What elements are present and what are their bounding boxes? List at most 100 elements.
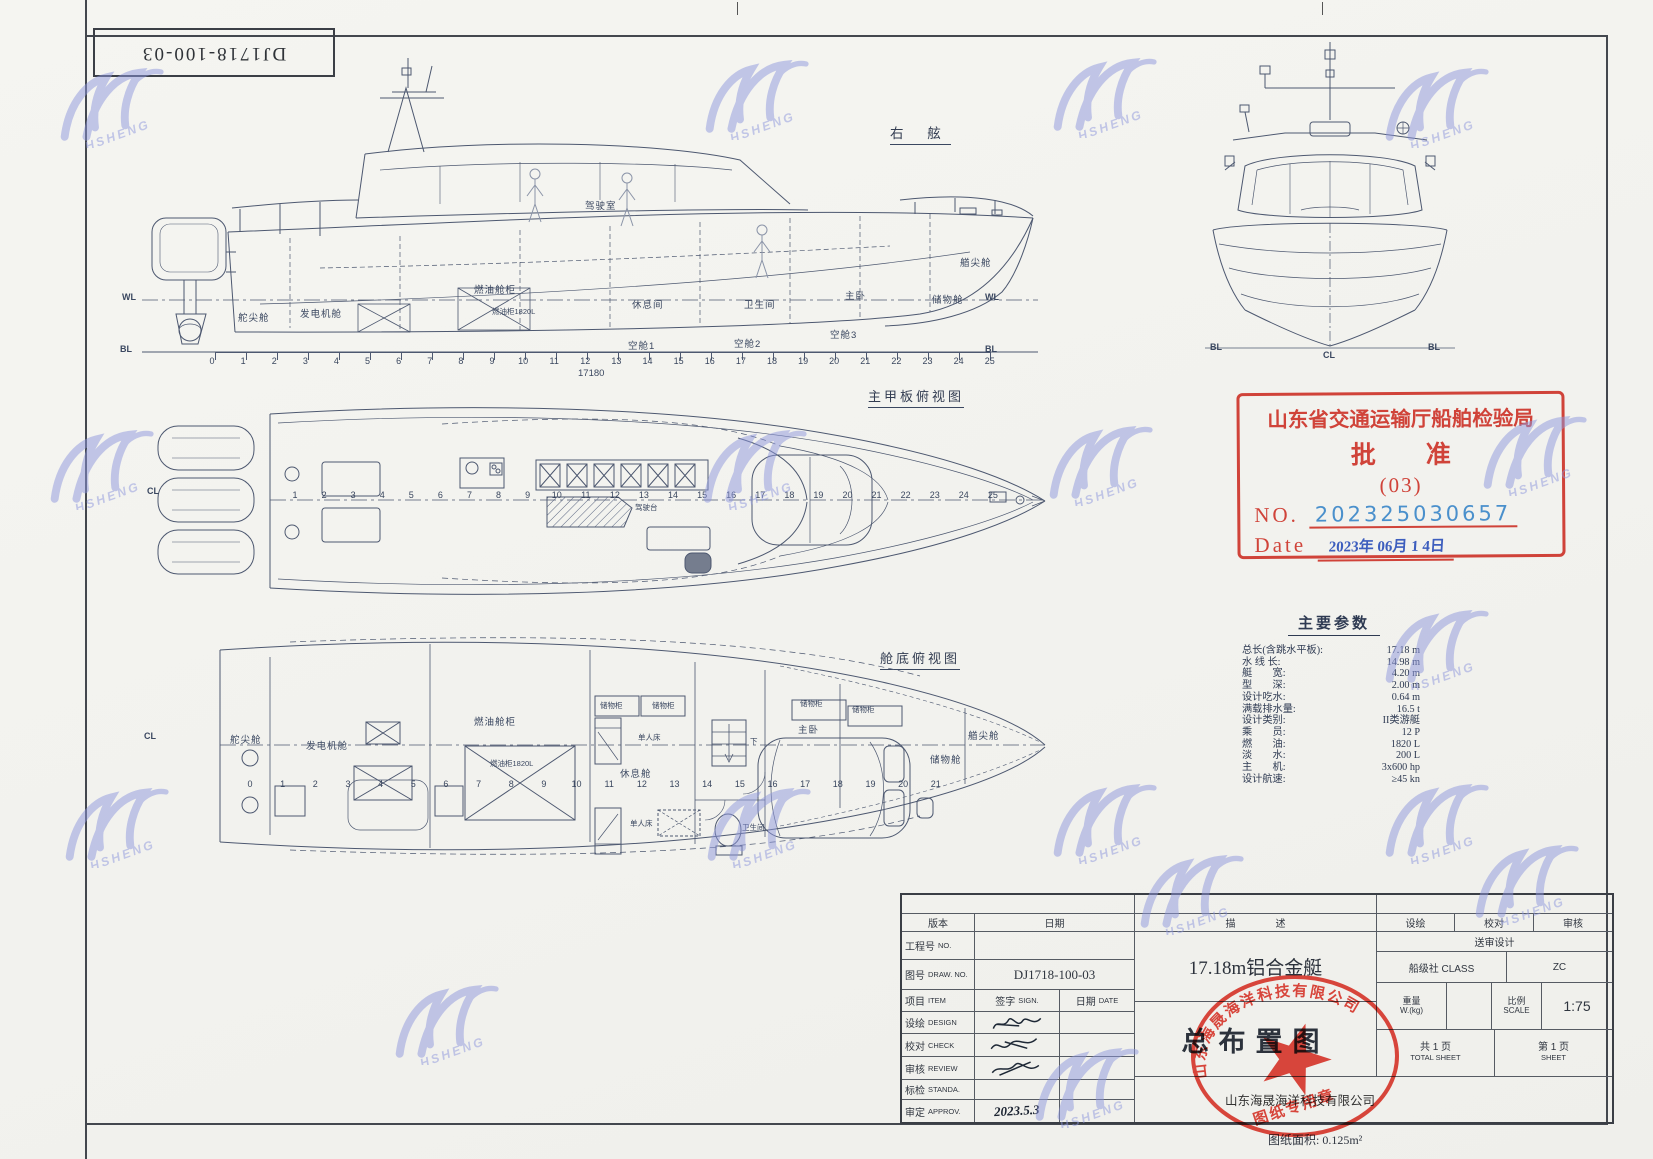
parameter-label: 水 线 长: bbox=[1242, 656, 1281, 668]
frame-number: 21 bbox=[930, 779, 941, 789]
frame-number: 8 bbox=[458, 356, 464, 366]
frame-number: 23 bbox=[929, 490, 940, 500]
frame-right bbox=[1606, 35, 1608, 1125]
compartment-label: 休息间 bbox=[632, 300, 664, 311]
frame-number: 7 bbox=[466, 490, 472, 500]
frame-number: 4 bbox=[333, 356, 339, 366]
frame-number: 8 bbox=[496, 490, 502, 500]
stamp-approved: 批 准 bbox=[1350, 441, 1451, 470]
main-deck-plan-drawing bbox=[157, 407, 1046, 595]
length-dimension: 17180 bbox=[578, 368, 605, 379]
tb-hdr-design: 设绘 bbox=[1377, 914, 1455, 932]
parameters-title: 主要参数 bbox=[1288, 612, 1380, 636]
tb-hdr-review: 审核 bbox=[1534, 914, 1612, 932]
compartment-label: 燃油舱柜 bbox=[474, 717, 517, 728]
tb-cell-empty bbox=[1060, 1034, 1135, 1057]
baseline-mark: BL bbox=[120, 344, 132, 354]
parameter-label: 淡 水: bbox=[1242, 750, 1286, 762]
stamp-date-value: 2023年 06月 1 4日 bbox=[1317, 534, 1456, 562]
hsheng-watermark bbox=[1038, 784, 1170, 864]
parameter-label: 设计类别: bbox=[1242, 715, 1286, 727]
tb-review-signature bbox=[975, 1057, 1060, 1080]
parameter-value: 14.98 m bbox=[1386, 656, 1420, 668]
tb-submission: 送审设计 bbox=[1377, 932, 1612, 952]
frame-number: 16 bbox=[704, 356, 715, 366]
parameter-value: 3x600 hp bbox=[1381, 762, 1420, 774]
compartment-label: 主卧 bbox=[845, 291, 867, 302]
compartment-label: 卫生间 bbox=[744, 300, 776, 311]
compartment-label: 驾驶台 bbox=[635, 503, 658, 512]
parameter-value: 12 P bbox=[1401, 726, 1420, 738]
compartment-label: 单人床 bbox=[638, 733, 661, 742]
parameter-value: 200 L bbox=[1395, 750, 1420, 762]
compartment-label: 储物柜 bbox=[852, 705, 875, 714]
tb-empty bbox=[1135, 895, 1377, 914]
generator-room-equipment bbox=[274, 721, 464, 831]
compartment-label: 燃油柜1820L bbox=[492, 307, 536, 316]
signature-scribble bbox=[990, 1038, 1038, 1050]
frame-number: 9 bbox=[525, 490, 531, 500]
centerline-mark: CL bbox=[144, 731, 156, 741]
compartment-label: 卫生间 bbox=[742, 823, 765, 832]
frame-number: 7 bbox=[427, 356, 433, 366]
parameter-row: 淡 水: 200 L bbox=[1242, 750, 1420, 762]
frame-number: 10 bbox=[571, 779, 582, 789]
corner-drawing-number-box: DJ1718-100-03 bbox=[93, 28, 335, 77]
tb-hdr-check: 校对 bbox=[1455, 914, 1534, 932]
frame-number: 23 bbox=[922, 356, 933, 366]
frame-number: 21 bbox=[860, 356, 871, 366]
frame-number: 16 bbox=[767, 779, 778, 789]
deck-view-title: 主甲板俯视图 bbox=[868, 386, 965, 408]
parameter-row: 设计航速: ≥45 kn bbox=[1242, 774, 1420, 786]
frame-number: 17 bbox=[735, 356, 746, 366]
parameter-label: 型 深: bbox=[1242, 680, 1286, 692]
parameter-label: 燃 油: bbox=[1242, 738, 1286, 750]
stamp-date-label: Date bbox=[1254, 532, 1307, 558]
approval-stamp: 山东省交通运输厅船舶检验局 批 准 (03) NO. 202325030657 … bbox=[1236, 390, 1566, 562]
tb-weight-value bbox=[1447, 983, 1492, 1030]
compartment-label: 驾驶室 bbox=[585, 201, 617, 212]
stamp-authority: 山东省交通运输厅船舶检验局 bbox=[1267, 408, 1534, 432]
parameter-row: 乘 员: 12 P bbox=[1242, 727, 1420, 739]
frame-number: 3 bbox=[345, 779, 351, 789]
baseline-mark: BL bbox=[985, 344, 997, 354]
tb-empty bbox=[902, 895, 1135, 914]
frame-number: 20 bbox=[829, 356, 840, 366]
compartment-label: 储物舱 bbox=[932, 295, 964, 306]
frame-ticks bbox=[215, 352, 991, 360]
waterline-mark: WL bbox=[985, 292, 999, 302]
main-parameters-table: 主要参数 总长(含跳水平板): 17.18 m 水 线 长: 14.98 m 艇… bbox=[1242, 612, 1420, 785]
frame-number: 12 bbox=[580, 356, 591, 366]
parameter-row: 水 线 长: 14.98 m bbox=[1242, 657, 1420, 669]
frame-number: 6 bbox=[443, 779, 449, 789]
parameter-value: II类游艇 bbox=[1382, 715, 1420, 727]
signature-scribble bbox=[992, 1017, 1042, 1029]
compartment-label: 空舱2 bbox=[734, 339, 762, 350]
frame-number: 22 bbox=[891, 356, 902, 366]
tb-cell-empty bbox=[1060, 1012, 1135, 1034]
frame-number: 17 bbox=[800, 779, 811, 789]
stairs bbox=[711, 719, 747, 767]
parameter-row: 型 深: 2.00 m bbox=[1242, 680, 1420, 692]
frame-top bbox=[85, 35, 1608, 37]
seal-star bbox=[1263, 1023, 1332, 1096]
frame-number: 15 bbox=[734, 779, 745, 789]
tb-cell-empty bbox=[975, 1080, 1060, 1100]
frame-number: 13 bbox=[611, 356, 622, 366]
tb-desc-header: 描 述 bbox=[1135, 914, 1377, 932]
parameter-row: 设计吃水: 0.64 m bbox=[1242, 692, 1420, 704]
frame-number: 24 bbox=[953, 356, 964, 366]
tb-date-header: 日期 bbox=[975, 914, 1135, 932]
frame-number: 9 bbox=[489, 356, 495, 366]
